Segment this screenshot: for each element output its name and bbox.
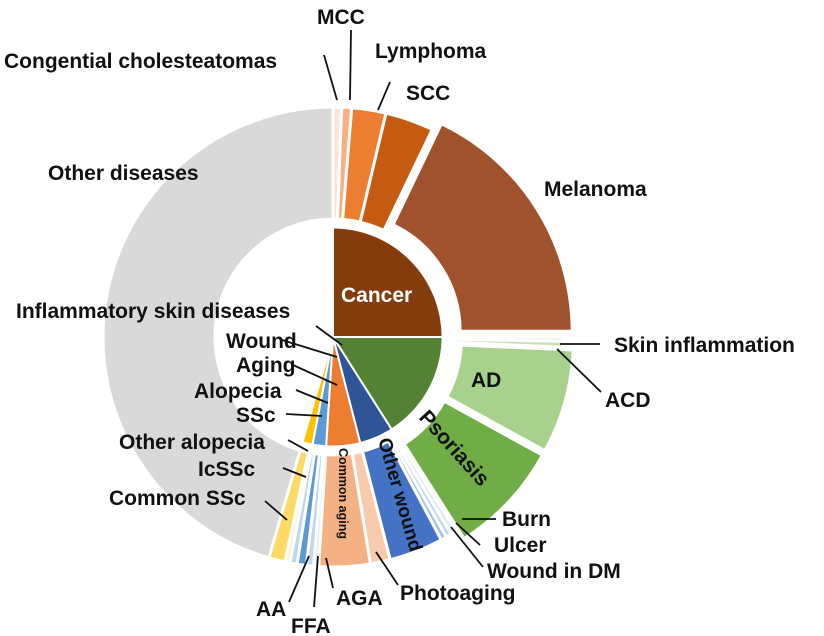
leader-wound-in-dm	[450, 526, 484, 568]
leader-aga	[325, 557, 334, 589]
label-burn: Burn	[502, 508, 551, 531]
leader-lymphoma	[377, 81, 391, 111]
leader-alopecia	[295, 389, 329, 404]
label-common-aging: Common aging	[336, 448, 350, 539]
label-icssc: IcSSc	[198, 458, 256, 481]
outer-slice-melanoma	[391, 121, 574, 333]
label-skin-inflammation: Skin inflammation	[614, 334, 795, 357]
label-congential-cholesteatomas: Congential cholesteatomas	[4, 50, 277, 73]
leader-ffa	[313, 555, 319, 608]
label-aga: AGA	[336, 587, 383, 610]
label-mcc: MCC	[317, 6, 365, 29]
outer-slice-other-diseases	[101, 105, 335, 560]
leader-icssc	[282, 467, 307, 478]
label-ffa: FFA	[291, 615, 331, 636]
outer-slice-scc	[358, 111, 435, 233]
leader-common-ssc	[264, 500, 288, 521]
leader-ulcer	[455, 522, 481, 546]
leader-aa	[288, 555, 310, 603]
label-ad: AD	[471, 369, 501, 392]
leader-other-alopecia	[287, 439, 309, 452]
label-scc: SCC	[406, 82, 450, 105]
label-other-diseases: Other diseases	[48, 162, 199, 185]
leader-wound	[281, 339, 338, 358]
inner-ring-outline	[221, 225, 445, 449]
leader-photoaging	[375, 551, 399, 586]
outer-slice-psoriasis	[402, 399, 545, 541]
label-lymphoma: Lymphoma	[375, 40, 487, 63]
label-alopecia: Alopecia	[194, 380, 282, 403]
leader-mcc	[349, 29, 352, 101]
leader-inflammatory	[315, 325, 343, 346]
leader-congential	[323, 54, 338, 101]
inner-ring	[221, 225, 445, 449]
label-wound-in-dm: Wound in DM	[487, 560, 621, 583]
outer-ring	[101, 105, 575, 569]
label-acd: ACD	[605, 389, 651, 412]
outer-slice-ad	[444, 343, 575, 453]
label-aging: Aging	[236, 354, 295, 377]
label-aa: AA	[256, 598, 286, 621]
leader-acd	[556, 348, 602, 393]
label-ssc: SSc	[236, 404, 276, 427]
label-wound: Wound	[226, 330, 297, 353]
leader-aging	[292, 364, 338, 386]
label-inflammatory-skin-diseases: Inflammatory skin diseases	[16, 300, 290, 323]
label-melanoma: Melanoma	[544, 178, 647, 201]
leader-ssc	[285, 413, 323, 417]
label-other-alopecia: Other alopecia	[119, 431, 265, 454]
label-photoaging: Photoaging	[400, 582, 515, 605]
label-cancer: Cancer	[341, 284, 412, 307]
label-ulcer: Ulcer	[494, 534, 547, 557]
label-common-ssc: Common SSc	[109, 487, 246, 510]
leader-lines	[264, 29, 602, 608]
